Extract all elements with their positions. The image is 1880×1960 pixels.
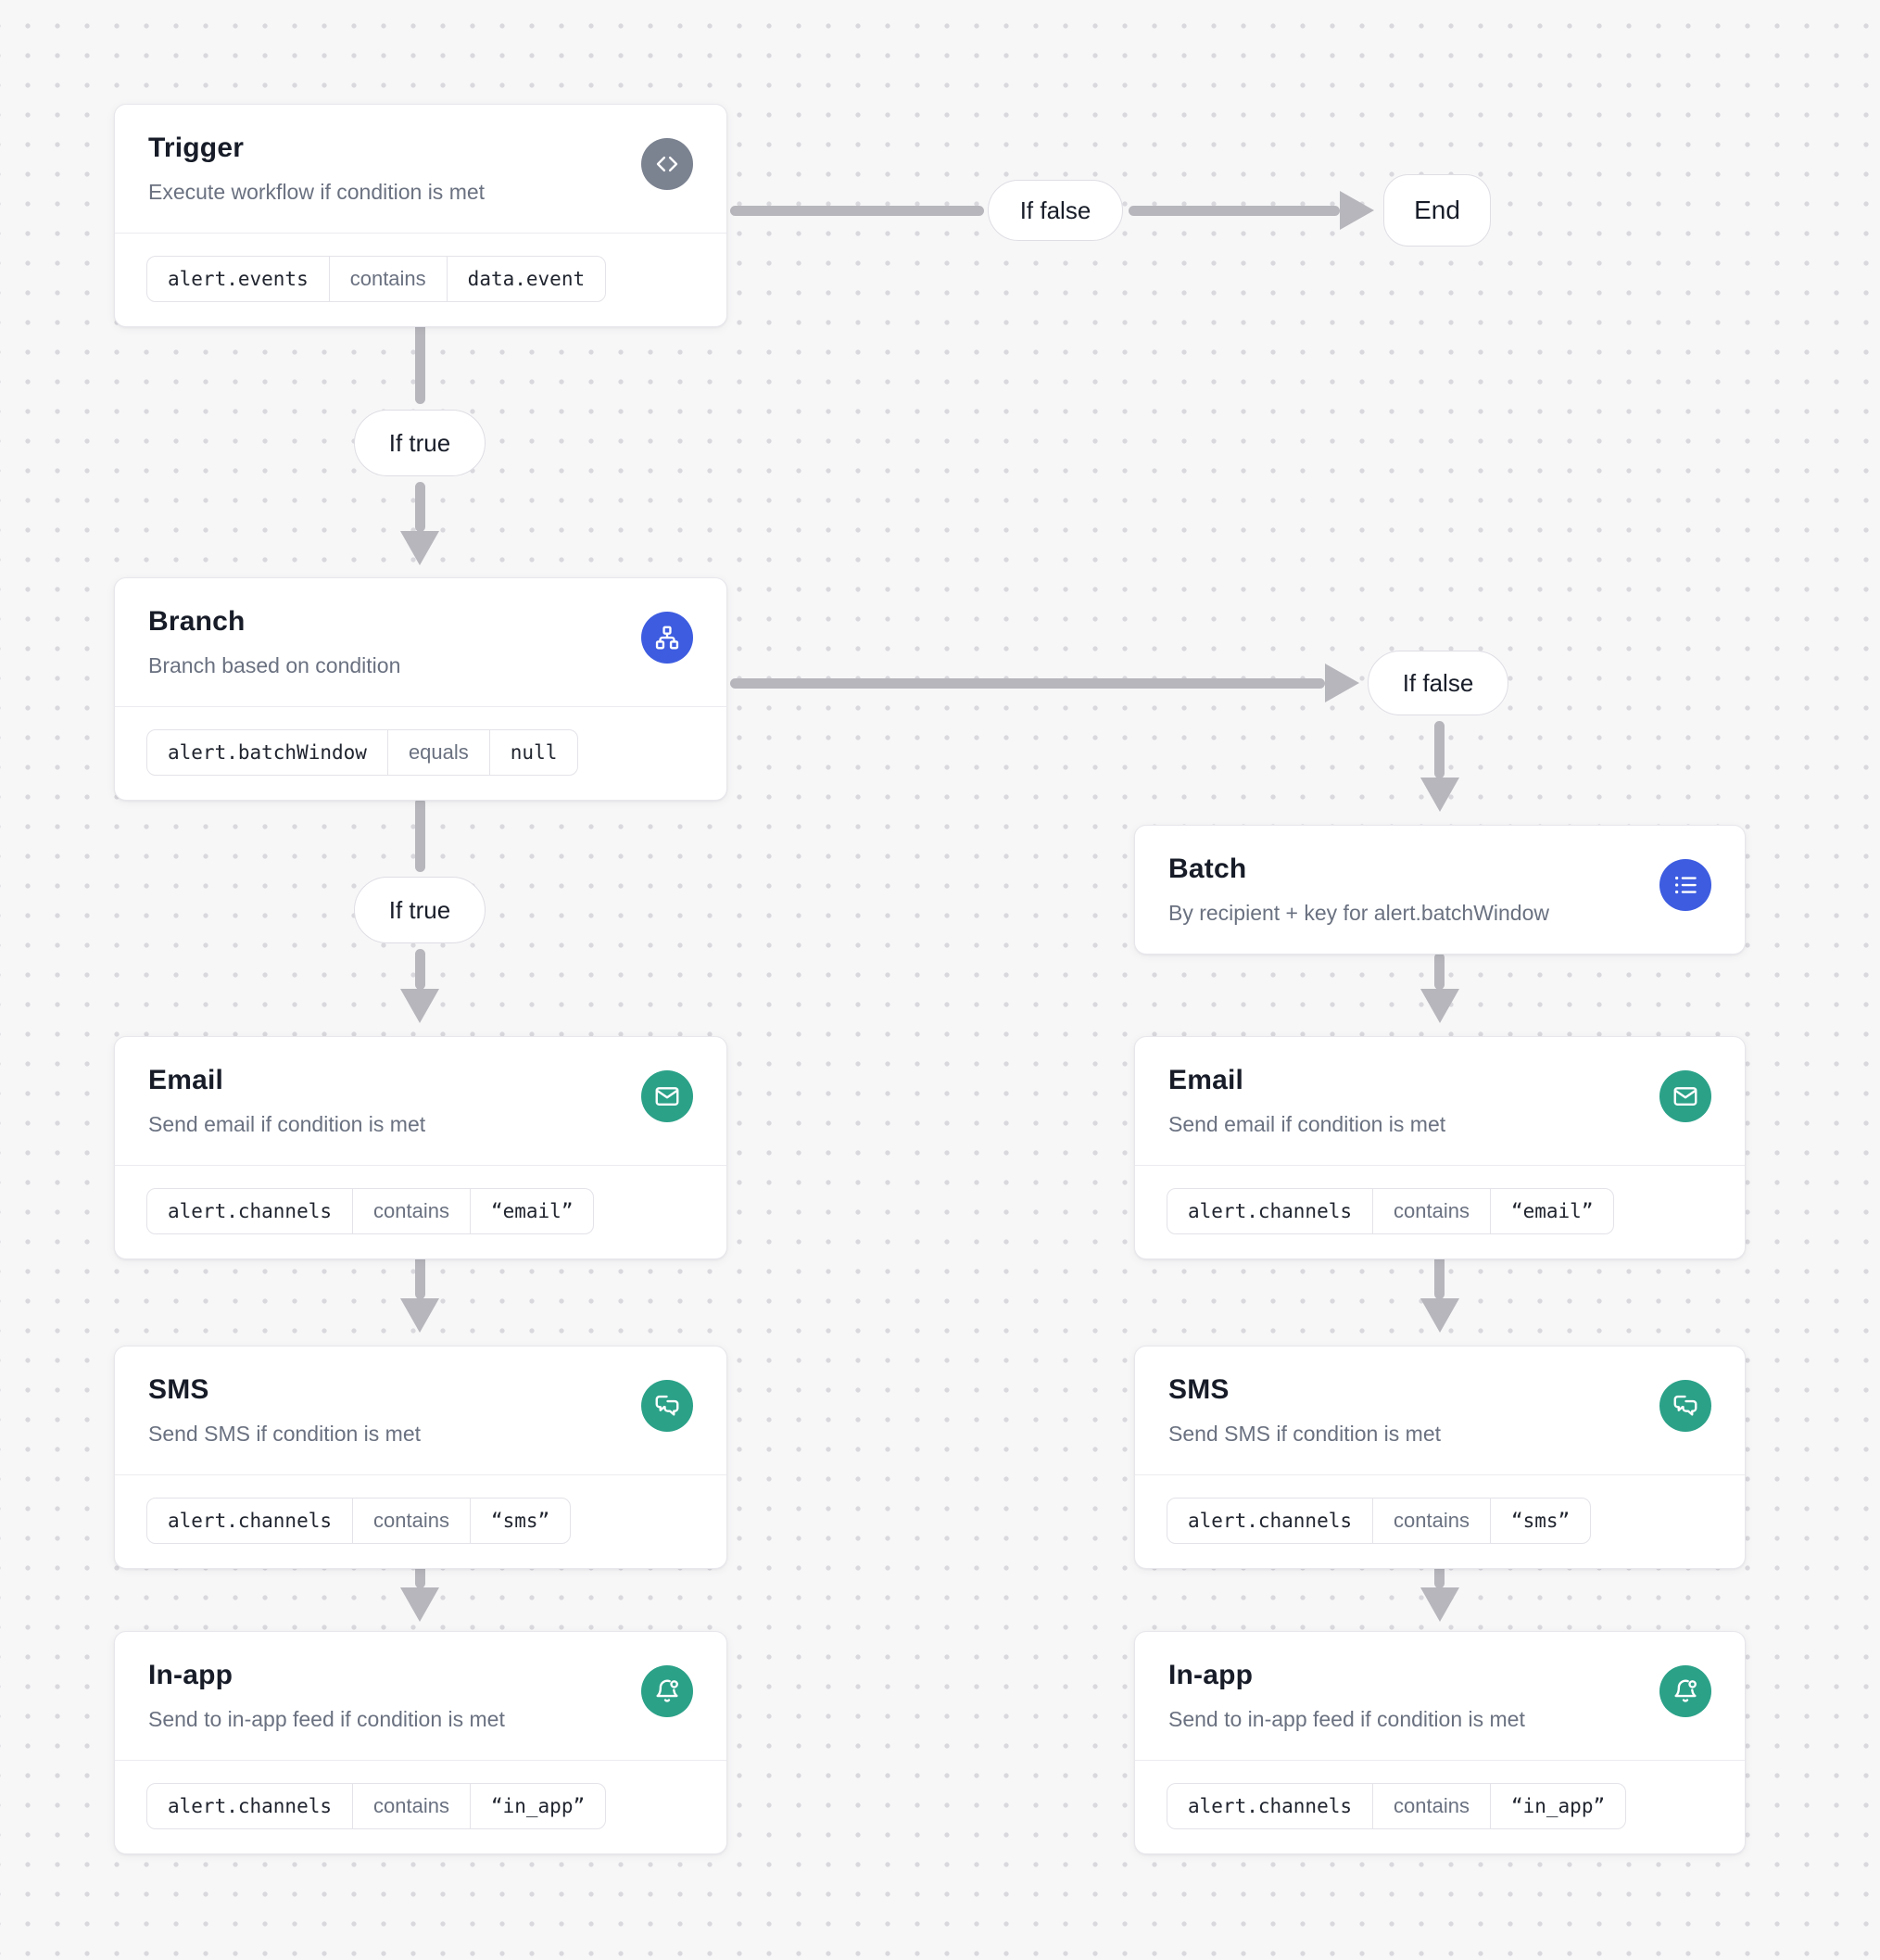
condition-operator: contains [328, 257, 447, 302]
condition-operator: contains [1372, 1189, 1490, 1234]
condition-left: alert.channels [168, 1795, 333, 1818]
node-title: SMS [148, 1374, 209, 1405]
condition-right: “sms” [1489, 1498, 1590, 1544]
arrowhead-down-icon [1420, 1587, 1459, 1622]
list-icon [1659, 859, 1711, 911]
condition-right: “email” [1489, 1189, 1614, 1234]
edge-branch-iftrue [415, 798, 425, 872]
condition-right: “email” [469, 1189, 594, 1234]
node-subtitle: Send email if condition is met [1168, 1111, 1446, 1136]
arrowhead-down-icon [400, 531, 439, 565]
condition-left: alert.channels [168, 1510, 333, 1533]
edge-label-if-false: If false [988, 180, 1123, 241]
condition-left: alert.channels [1188, 1200, 1353, 1223]
condition-chip: alert.events contains data.event [146, 256, 607, 303]
node-email[interactable]: Email Send email if condition is met ale… [114, 1036, 727, 1260]
condition-chip: alert.batchWindow equals null [146, 729, 579, 777]
code-icon [641, 138, 693, 190]
node-in-app[interactable]: In-app Send to in-app feed if condition … [1134, 1631, 1746, 1855]
bell-icon [641, 1665, 693, 1717]
arrowhead-right-icon [1325, 664, 1359, 702]
node-branch[interactable]: Branch Branch based on condition alert.b… [114, 577, 727, 802]
node-title: Batch [1168, 854, 1247, 884]
condition-right: “sms” [469, 1498, 570, 1544]
condition-left: alert.channels [1188, 1795, 1353, 1818]
arrowhead-down-icon [400, 989, 439, 1023]
bell-icon [1659, 1665, 1711, 1717]
condition-chip: alert.channels contains “sms” [1167, 1498, 1592, 1545]
node-subtitle: Send to in-app feed if condition is met [1168, 1706, 1525, 1731]
edge-trigger-iftrue [415, 315, 425, 404]
node-title: In-app [148, 1660, 233, 1690]
node-subtitle: Branch based on condition [148, 652, 401, 677]
condition-left: alert.channels [1188, 1510, 1353, 1533]
condition-right: null [488, 730, 578, 776]
mail-icon [641, 1070, 693, 1122]
mail-icon [1659, 1070, 1711, 1122]
arrowhead-down-icon [400, 1587, 439, 1622]
condition-right: “in_app” [1489, 1784, 1625, 1829]
condition-right: “in_app” [469, 1784, 605, 1829]
condition-operator: contains [352, 1784, 470, 1829]
node-email[interactable]: Email Send email if condition is met ale… [1134, 1036, 1746, 1260]
node-sms[interactable]: SMS Send SMS if condition is met alert.c… [1134, 1346, 1746, 1570]
node-batch[interactable]: Batch By recipient + key for alert.batch… [1134, 825, 1746, 955]
node-subtitle: Execute workflow if condition is met [148, 179, 486, 204]
node-title: SMS [1168, 1374, 1230, 1405]
node-subtitle: Send SMS if condition is met [1168, 1421, 1442, 1446]
arrowhead-right-icon [1340, 191, 1374, 230]
condition-chip: alert.channels contains “in_app” [146, 1783, 607, 1830]
edge-batch-email [1434, 953, 1445, 990]
node-title: Branch [148, 606, 246, 637]
edge-iffalse-end [1129, 206, 1340, 216]
node-title: Email [148, 1065, 224, 1095]
edge-email-sms [1434, 1247, 1445, 1299]
edge-label-if-true: If true [354, 410, 486, 476]
condition-left: alert.channels [168, 1200, 333, 1223]
end-node[interactable]: End [1383, 174, 1491, 247]
node-subtitle: Send email if condition is met [148, 1111, 426, 1136]
chat-bubbles-icon [641, 1380, 693, 1432]
arrowhead-down-icon [400, 1298, 439, 1333]
condition-chip: alert.channels contains “email” [1167, 1188, 1615, 1235]
node-title: In-app [1168, 1660, 1254, 1690]
edge-iffalse-batch [1434, 721, 1445, 778]
node-trigger[interactable]: Trigger Execute workflow if condition is… [114, 104, 727, 328]
condition-chip: alert.channels contains “email” [146, 1188, 595, 1235]
condition-operator: equals [386, 730, 489, 776]
condition-chip: alert.channels contains “in_app” [1167, 1783, 1627, 1830]
edge-label-if-true: If true [354, 877, 486, 943]
sitemap-icon [641, 612, 693, 664]
chat-bubbles-icon [1659, 1380, 1711, 1432]
edge-email-sms [415, 1247, 425, 1299]
arrowhead-down-icon [1420, 989, 1459, 1023]
condition-operator: contains [352, 1498, 470, 1544]
node-subtitle: By recipient + key for alert.batchWindow [1168, 900, 1549, 925]
condition-left: alert.events [168, 268, 309, 291]
edge-label-if-false: If false [1368, 651, 1508, 715]
condition-operator: contains [352, 1189, 470, 1234]
condition-chip: alert.channels contains “sms” [146, 1498, 572, 1545]
node-title: Email [1168, 1065, 1244, 1095]
arrowhead-down-icon [1420, 778, 1459, 812]
node-title: Trigger [148, 133, 245, 163]
condition-operator: contains [1372, 1784, 1490, 1829]
condition-right: data.event [446, 257, 605, 302]
edge-iftrue-branch [415, 482, 425, 532]
edge-trigger-iffalse [730, 206, 984, 216]
arrowhead-down-icon [1420, 1298, 1459, 1333]
node-sms[interactable]: SMS Send SMS if condition is met alert.c… [114, 1346, 727, 1570]
node-subtitle: Send to in-app feed if condition is met [148, 1706, 505, 1731]
edge-branch-iffalse [730, 678, 1325, 689]
node-subtitle: Send SMS if condition is met [148, 1421, 422, 1446]
condition-operator: contains [1372, 1498, 1490, 1544]
condition-left: alert.batchWindow [168, 741, 367, 765]
edge-iftrue-email [415, 949, 425, 990]
node-in-app[interactable]: In-app Send to in-app feed if condition … [114, 1631, 727, 1855]
